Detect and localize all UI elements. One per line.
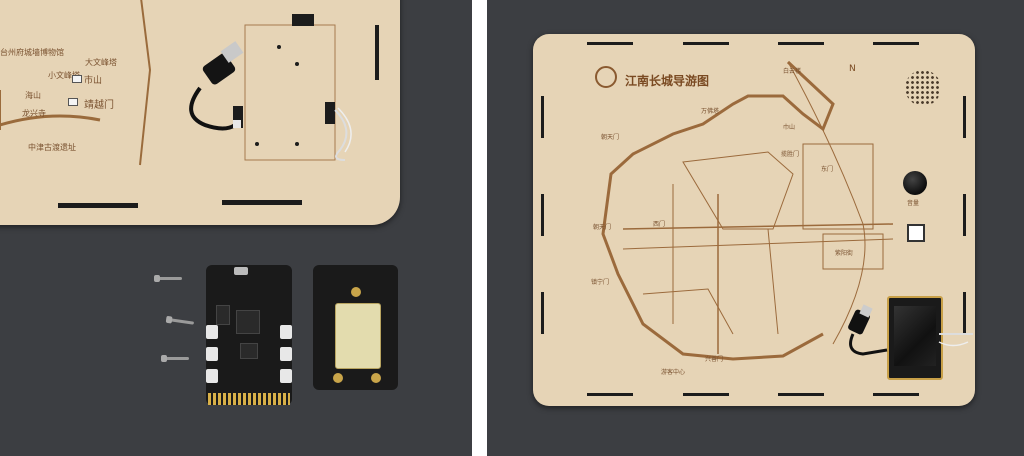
volume-knob[interactable] (903, 171, 927, 195)
label-box-icon (68, 98, 78, 106)
cutout-hole (277, 45, 281, 49)
usb-port (234, 267, 248, 275)
right-photo: 江南长城导游图 N 白云楼 朝天门 万佛塔 东门 巾山 揽胜门 朝 (487, 0, 1024, 456)
lcd-display-module (887, 296, 943, 380)
edge-slot (963, 194, 966, 236)
cutout-hole (295, 62, 299, 66)
label-zhennan: 镇宁门 (591, 279, 610, 286)
label-box-icon (72, 75, 82, 83)
cutout-hole (295, 142, 299, 146)
cutout-hole (255, 142, 259, 146)
volume-label: 音量 (907, 200, 920, 207)
edge-slot (541, 292, 544, 334)
label-dawen: 大文峰塔 (85, 58, 117, 67)
city-wall-map (601, 60, 894, 361)
battery-board (313, 265, 398, 390)
cutout-slot (325, 102, 335, 124)
screw (161, 355, 189, 362)
label-longxing: 龙兴寺 (22, 109, 46, 118)
edge-slot (587, 42, 633, 45)
usb-cable (189, 41, 352, 161)
edge-slot (541, 96, 544, 138)
lcd-screen (894, 306, 936, 366)
label-ximen: 西门 (653, 221, 666, 228)
label-jingyue: 靖越门 (84, 100, 114, 111)
edge-slot (683, 393, 729, 396)
left-photo: 台州府城墙博物馆 大文峰塔 小文峰塔 市山 海山 靖越门 龙兴寺 中津古渡遗址 (0, 0, 472, 456)
cutout-slot (375, 25, 379, 80)
connector (206, 325, 218, 339)
connector (206, 347, 218, 361)
screw (154, 275, 182, 282)
etched-wall-path (0, 0, 336, 166)
logo-icon (595, 66, 617, 88)
edge-slot (541, 194, 544, 236)
connector (280, 369, 292, 383)
mount-hole (333, 373, 343, 383)
label-ziyang: 紫阳街 (835, 250, 854, 257)
edge-slot (963, 96, 966, 138)
laser-cut-map-board: 江南长城导游图 N 白云楼 朝天门 万佛塔 东门 巾山 揽胜门 朝 (533, 34, 975, 406)
label-xiaowen: 小文峰塔 (48, 71, 80, 80)
label-chaotian: 朝天门 (593, 224, 612, 231)
label-museum: 台州府城墙博物馆 (0, 48, 64, 57)
label-haishan: 海山 (25, 91, 41, 100)
edge-slot (873, 393, 919, 396)
chip (236, 310, 260, 334)
cutout-slot (58, 203, 138, 208)
mount-hole (351, 287, 361, 297)
label-shishan: 市山 (84, 76, 103, 86)
mount-hole (371, 373, 381, 383)
edge-slot (587, 393, 633, 396)
label-zhaoyuanmen: 朝天门 (601, 134, 620, 141)
label-wanfomen: 万佛塔 (701, 108, 720, 115)
screw (169, 318, 195, 325)
label-dongmen: 东门 (821, 166, 834, 173)
cutout-slot (222, 200, 302, 205)
push-button[interactable] (907, 224, 925, 242)
cutout-slot (292, 14, 314, 26)
speaker-grille (905, 70, 941, 106)
edge-slot (873, 42, 919, 45)
chip (240, 343, 258, 359)
label-youchuan: 游客中心 (661, 369, 686, 376)
chip (216, 305, 230, 325)
usb-cable (848, 304, 973, 356)
edge-slot (683, 42, 729, 45)
label-guangming: 揽胜门 (781, 151, 800, 158)
connector (280, 325, 292, 339)
cutout-slot (233, 106, 243, 128)
map-title: 江南长城导游图 (625, 74, 710, 88)
label-zhongjin: 中津古渡遗址 (28, 143, 76, 152)
battery (335, 303, 381, 369)
edge-slot (778, 42, 824, 45)
laser-cut-map-board-closeup: 台州府城墙博物馆 大文峰塔 小文峰塔 市山 海山 靖越门 龙兴寺 中津古渡遗址 (0, 0, 400, 225)
connector (280, 347, 292, 361)
compass-icon: N (849, 64, 856, 74)
label-xiangshan: 巾山 (783, 124, 796, 131)
controller-board (206, 265, 292, 405)
label-baiyunlou: 白云楼 (783, 68, 802, 75)
edge-slot (778, 393, 824, 396)
edge-slot (963, 292, 966, 334)
edge-connector (208, 393, 290, 405)
label-xingshan: 兴善门 (705, 356, 724, 363)
connector (206, 369, 218, 383)
